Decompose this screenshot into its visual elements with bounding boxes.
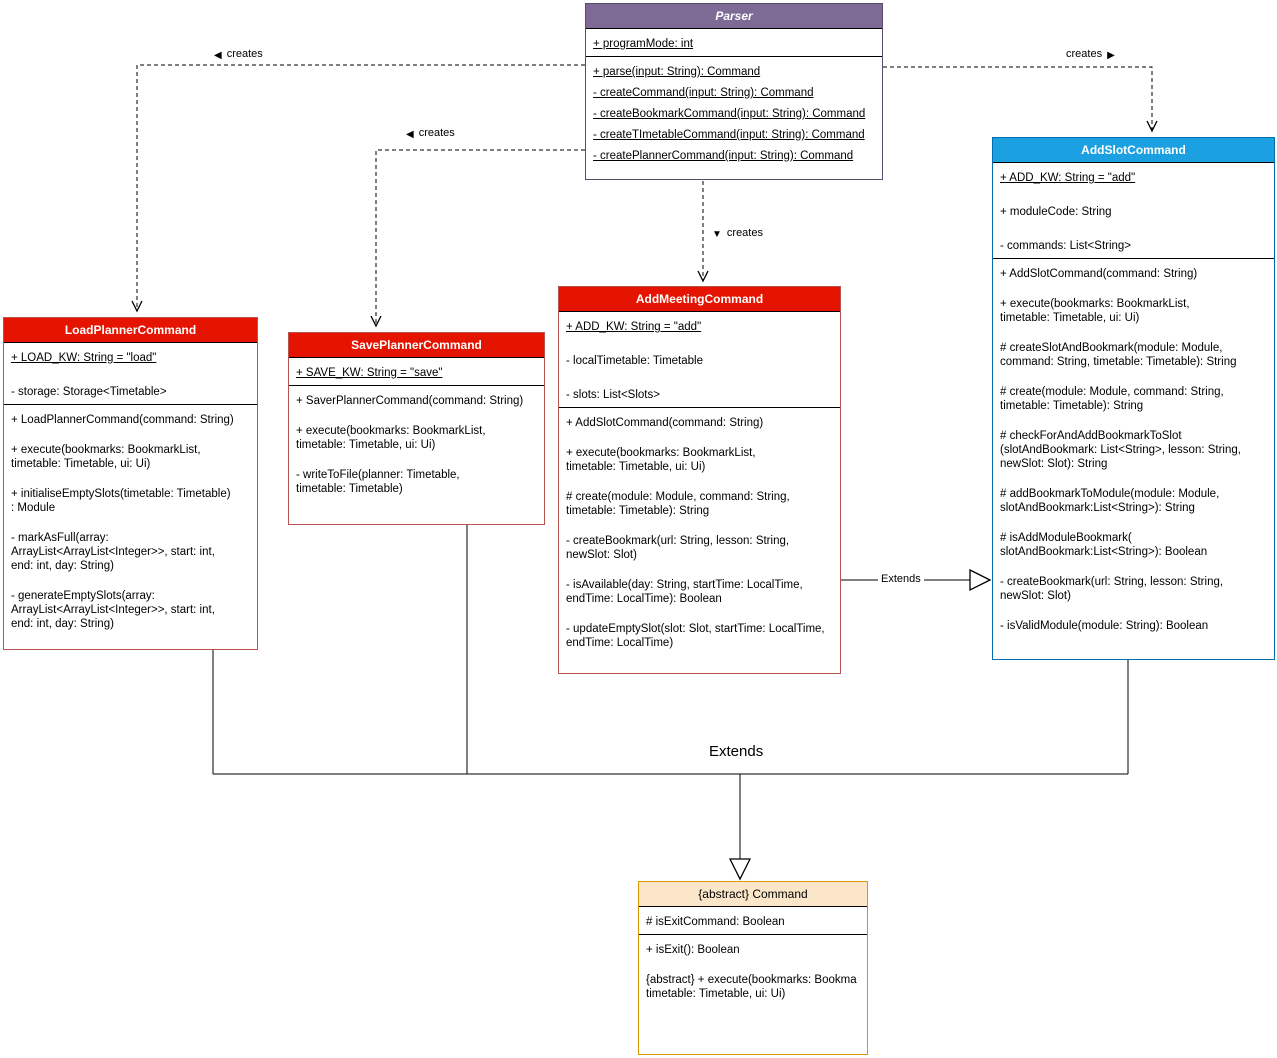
methods-section: + AddSlotCommand(command: String) + exec… [559, 408, 840, 655]
class-box-loadplannercommand: LoadPlannerCommand + LOAD_KW: String = "… [3, 317, 258, 650]
class-method: + AddSlotCommand(command: String) [566, 417, 764, 429]
methods-section: + isExit(): Boolean {abstract} + execute… [639, 935, 867, 1006]
class-method: # checkForAndAddBookmarkToSlot (slotAndB… [1000, 430, 1241, 470]
class-method: + LoadPlannerCommand(command: String) [11, 414, 234, 426]
class-box-parser: Parser + programMode: int + parse(input:… [585, 3, 883, 180]
class-method: # createSlotAndBookmark(module: Module, … [1000, 342, 1237, 368]
class-method: - isValidModule(module: String): Boolean [1000, 620, 1209, 632]
class-attribute: + ADD_KW: String = "add" [566, 321, 702, 333]
class-method: - writeToFile(planner: Timetable, timeta… [296, 469, 460, 495]
class-method: - generateEmptySlots(array: ArrayList<Ar… [11, 590, 215, 630]
class-method: # create(module: Module, command: String… [1000, 386, 1224, 412]
class-method: + execute(bookmarks: BookmarkList, timet… [1000, 298, 1190, 324]
class-box-addslotcommand: AddSlotCommand + ADD_KW: String = "add" … [992, 137, 1275, 660]
relationship-label-creates-meeting: ▼creates [712, 227, 763, 240]
class-method: # addBookmarkToModule(module: Module, sl… [1000, 488, 1220, 514]
class-method: - createBookmark(url: String, lesson: St… [1000, 576, 1224, 602]
class-box-addmeetingcommand: AddMeetingCommand + ADD_KW: String = "ad… [558, 286, 841, 674]
methods-section: + LoadPlannerCommand(command: String) + … [4, 405, 257, 636]
attributes-section: # isExitCommand: Boolean [639, 907, 867, 935]
triangle-left-icon: ◀ [214, 50, 222, 61]
class-title: AddMeetingCommand [559, 287, 840, 312]
class-method: + parse(input: String): Command [593, 66, 761, 78]
class-method: + AddSlotCommand(command: String) [1000, 268, 1198, 280]
class-method: - markAsFull(array: ArrayList<ArrayList<… [11, 532, 215, 572]
class-attribute: - slots: List<Slots> [566, 389, 660, 401]
class-title: SavePlannerCommand [289, 333, 544, 358]
methods-section: + SaverPlannerCommand(command: String) +… [289, 386, 544, 501]
triangle-down-icon: ▼ [712, 229, 722, 240]
class-title: LoadPlannerCommand [4, 318, 257, 343]
class-method: # isAddModuleBookmark( slotAndBookmark:L… [1000, 532, 1208, 558]
class-method: + execute(bookmarks: BookmarkList, timet… [11, 444, 201, 470]
relationship-label-creates-save: ◀creates [406, 127, 455, 140]
triangle-right-icon: ▶ [1107, 50, 1115, 61]
class-method: - createTImetableCommand(input: String):… [593, 129, 865, 141]
class-method: + initialiseEmptySlots(timetable: Timeta… [11, 488, 231, 514]
connector-parser-creates-loadplanner [131, 64, 585, 313]
attributes-section: + LOAD_KW: String = "load" - storage: St… [4, 343, 257, 405]
class-method: - isAvailable(day: String, startTime: Lo… [566, 579, 803, 605]
relationship-label-creates-load: ◀creates [214, 48, 263, 61]
class-attribute: + SAVE_KW: String = "save" [296, 367, 443, 379]
class-method: + SaverPlannerCommand(command: String) [296, 395, 524, 407]
class-attribute: + programMode: int [593, 38, 694, 50]
triangle-left-icon: ◀ [406, 129, 414, 140]
class-attribute: - storage: Storage<Timetable> [11, 386, 167, 398]
attributes-section: + ADD_KW: String = "add" - localTimetabl… [559, 312, 840, 408]
class-attribute: - localTimetable: Timetable [566, 355, 703, 367]
relationship-label-extends-main: Extends [709, 743, 764, 760]
attributes-section: + ADD_KW: String = "add" + moduleCode: S… [993, 163, 1274, 259]
class-attribute: # isExitCommand: Boolean [646, 916, 785, 928]
class-method: - createBookmarkCommand(input: String): … [593, 108, 866, 120]
methods-section: + AddSlotCommand(command: String) + exec… [993, 259, 1274, 638]
class-method: {abstract} + execute(bookmarks: Bookma t… [646, 974, 857, 1000]
class-method: - createCommand(input: String): Command [593, 87, 814, 99]
class-title: Parser [586, 4, 882, 29]
relationship-label-creates-slot: creates▶ [1066, 48, 1115, 61]
class-method: + execute(bookmarks: BookmarkList, timet… [566, 447, 756, 473]
methods-section: + parse(input: String): Command - create… [586, 57, 882, 168]
relationship-label-extends-inline: Extends [878, 573, 924, 585]
class-attribute: + LOAD_KW: String = "load" [11, 352, 157, 364]
class-title: AddSlotCommand [993, 138, 1274, 163]
class-method: - createPlannerCommand(input: String): C… [593, 150, 854, 162]
class-box-saveplannercommand: SavePlannerCommand + SAVE_KW: String = "… [288, 332, 545, 525]
class-attribute: + moduleCode: String [1000, 206, 1112, 218]
class-title: {abstract} Command [639, 882, 867, 907]
class-method: + execute(bookmarks: BookmarkList, timet… [296, 425, 486, 451]
connector-parser-creates-saveplanner [370, 149, 585, 328]
class-method: # create(module: Module, command: String… [566, 491, 790, 517]
class-method: - createBookmark(url: String, lesson: St… [566, 535, 790, 561]
attributes-section: + SAVE_KW: String = "save" [289, 358, 544, 386]
class-box-abstract-command: {abstract} Command # isExitCommand: Bool… [638, 881, 868, 1055]
class-attribute: - commands: List<String> [1000, 240, 1132, 252]
attributes-section: + programMode: int [586, 29, 882, 57]
class-method: - updateEmptySlot(slot: Slot, startTime:… [566, 623, 825, 649]
class-attribute: + ADD_KW: String = "add" [1000, 172, 1136, 184]
connector-parser-creates-addslot [883, 66, 1158, 133]
class-method: + isExit(): Boolean [646, 944, 740, 956]
